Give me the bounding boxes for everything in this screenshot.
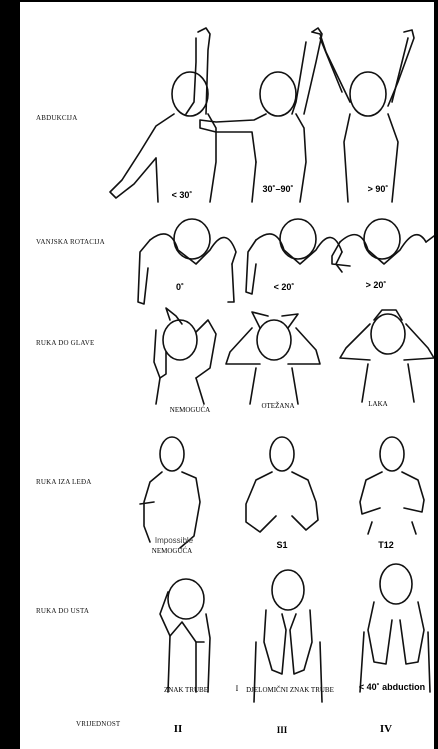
row-label-hand-to-mouth: RUKA DO USTA [36,607,89,615]
figure-rotation-20plus [332,219,434,266]
caption-rotation-3: > 20˚ [366,280,387,290]
figure-back-t12 [360,437,424,534]
grades-label: VRIJEDNOST [76,720,120,728]
caption-head-1: NEMOGUĆA [170,406,210,414]
caption-mouth-1: ZNAK TRUBE [164,686,208,694]
diagram-page: ABDUKCIJA VANJSKA ROTACIJA RUKA DO GLAVE… [20,2,434,749]
caption-abduction-3: > 90˚ [368,184,389,194]
figure-abduction-mid [200,28,322,202]
caption-back-overlay: Impossible [155,536,193,545]
row-label-abduction: ABDUKCIJA [36,114,77,122]
figure-head-difficult [226,312,320,404]
figure-drawings [20,2,434,749]
caption-head-2: OTEŽANA [261,402,294,410]
row-label-hand-to-head: RUKA DO GLAVE [36,339,94,347]
caption-back-2: S1 [276,540,287,550]
grade-value-3: IV [380,723,392,735]
caption-mouth-3: < 40˚ abduction [359,682,425,692]
figure-abduction-low [110,28,216,202]
caption-abduction-1: < 30˚ [172,190,193,200]
row-label-hand-behind-back: RUKA IZA LEĐA [36,478,92,486]
figure-head-impossible [154,308,216,404]
figure-abduction-high [312,30,414,202]
caption-abduction-2: 30˚–90˚ [262,184,293,194]
caption-rotation-2: < 20˚ [274,282,295,292]
figure-rotation-0 [138,219,236,304]
grade-value-2: III [277,725,288,735]
figure-mouth-40 [360,564,430,692]
caption-head-3: LAKA [368,400,387,408]
row-label-external-rotation: VANJSKA ROTACIJA [36,238,105,246]
figure-head-easy [340,310,434,402]
grade-value-1: II [174,723,183,735]
grade-separator: I [236,684,239,693]
figure-back-impossible [140,437,200,548]
figure-back-s1 [246,437,318,532]
figure-mouth-trumpet [160,579,210,692]
caption-mouth-2: DJELOMIČNI ZNAK TRUBE [246,686,334,694]
figure-mouth-partial [254,570,322,702]
caption-back-1: NEMOGUĆA [152,547,192,555]
caption-rotation-1: 0˚ [176,282,184,292]
caption-back-3: T12 [378,540,394,550]
